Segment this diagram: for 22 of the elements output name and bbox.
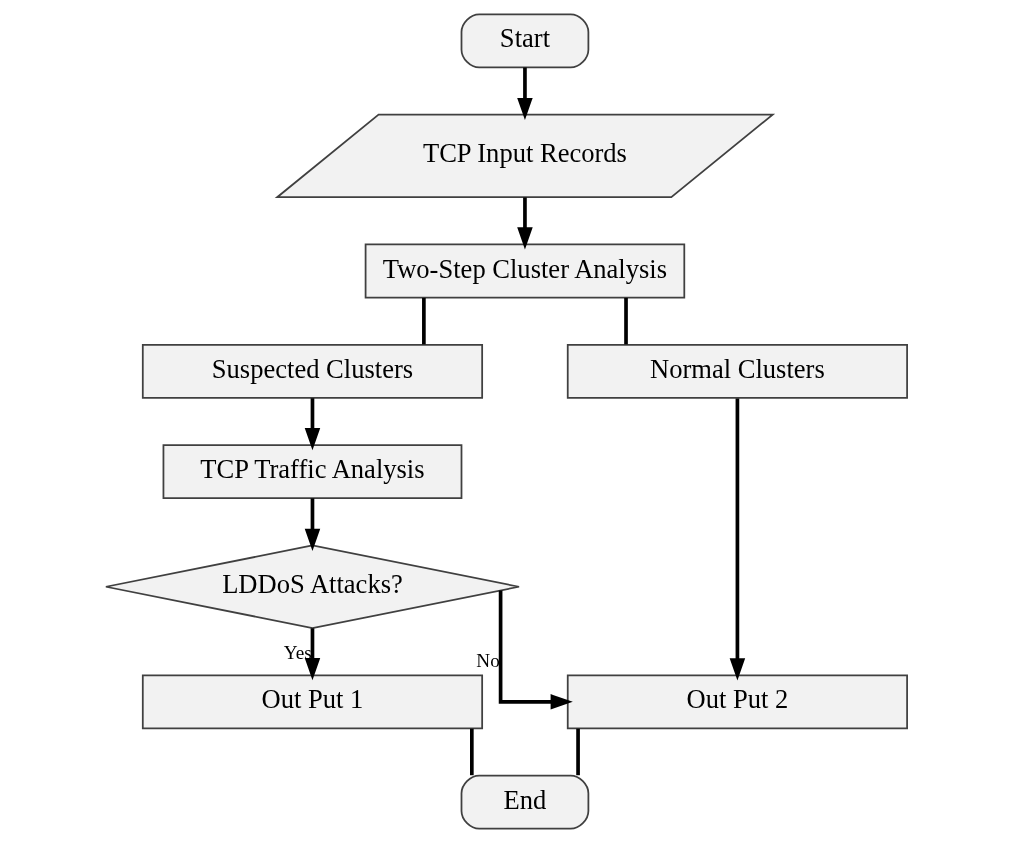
node-box: End <box>460 774 590 830</box>
node-box: Two-Step Cluster Analysis <box>364 243 686 299</box>
arrow <box>304 628 321 681</box>
arrow <box>729 398 746 681</box>
arrow <box>517 197 533 250</box>
node-box: Suspected Clusters <box>141 343 484 399</box>
connector <box>624 297 628 345</box>
arrow <box>498 590 573 710</box>
connector <box>576 728 580 776</box>
node-box: Out Put 1 <box>141 674 484 730</box>
connector <box>422 297 426 345</box>
edge-label: Yes <box>283 642 312 664</box>
node-box: Start <box>460 13 590 69</box>
connector <box>470 728 474 776</box>
edge-label: No <box>476 649 500 671</box>
node-diamond: LDDoS Attacks? <box>105 544 520 629</box>
node-box: Out Put 2 <box>566 674 908 730</box>
node-box: TCP Traffic Analysis <box>162 444 463 500</box>
node-box: Normal Clusters <box>566 343 908 399</box>
arrow <box>517 67 533 121</box>
arrow <box>304 498 321 551</box>
arrow <box>304 398 321 451</box>
